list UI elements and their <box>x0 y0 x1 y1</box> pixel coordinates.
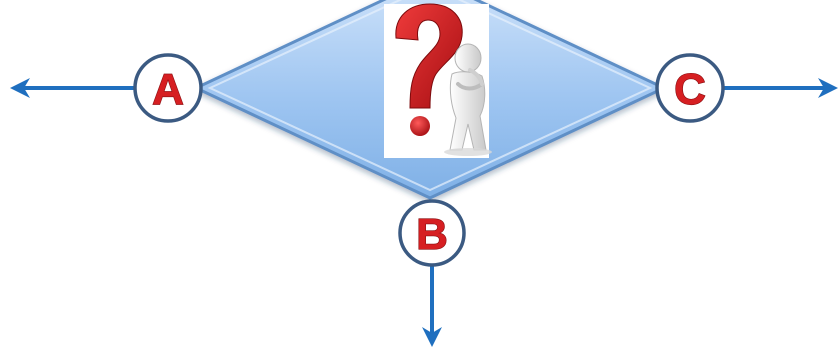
node-b: B <box>400 201 464 265</box>
node-b-label: B <box>416 210 448 259</box>
node-a-label: A <box>152 65 184 114</box>
node-c-label: C <box>674 65 706 114</box>
node-a: A <box>135 55 201 121</box>
question-thinker-icon <box>384 4 492 158</box>
node-c: C <box>657 55 723 121</box>
